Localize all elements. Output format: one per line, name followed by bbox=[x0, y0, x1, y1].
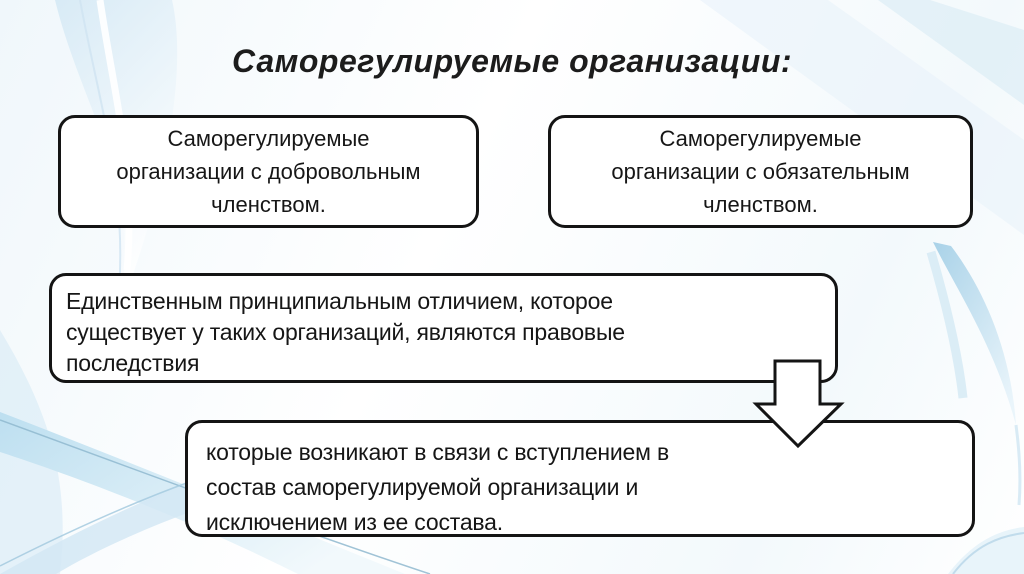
box-line: организации с обязательным bbox=[611, 159, 910, 184]
box-legal-consequences: которые возникают в связи с вступлением … bbox=[185, 420, 975, 537]
box-line: Саморегулируемые bbox=[167, 126, 370, 151]
box-voluntary-membership: Саморегулируемые организации с доброволь… bbox=[58, 115, 479, 228]
box-line: последствия bbox=[66, 350, 200, 376]
box-line: исключением из ее состава. bbox=[206, 509, 503, 535]
box-mandatory-membership: Саморегулируемые организации с обязатель… bbox=[548, 115, 973, 228]
slide-title: Саморегулируемые организации: bbox=[231, 43, 793, 79]
box-line: Саморегулируемые bbox=[659, 126, 862, 151]
box-line: состав саморегулируемой организации и bbox=[206, 474, 639, 500]
down-arrow-icon bbox=[752, 359, 845, 449]
box-line: членством. bbox=[211, 192, 326, 217]
box-line: членством. bbox=[703, 192, 818, 217]
box-line: существует у таких организаций, являются… bbox=[66, 319, 625, 345]
box-line: Единственным принципиальным отличием, ко… bbox=[66, 288, 613, 314]
box-line: организации с добровольным bbox=[116, 159, 421, 184]
box-principal-difference: Единственным принципиальным отличием, ко… bbox=[49, 273, 838, 383]
